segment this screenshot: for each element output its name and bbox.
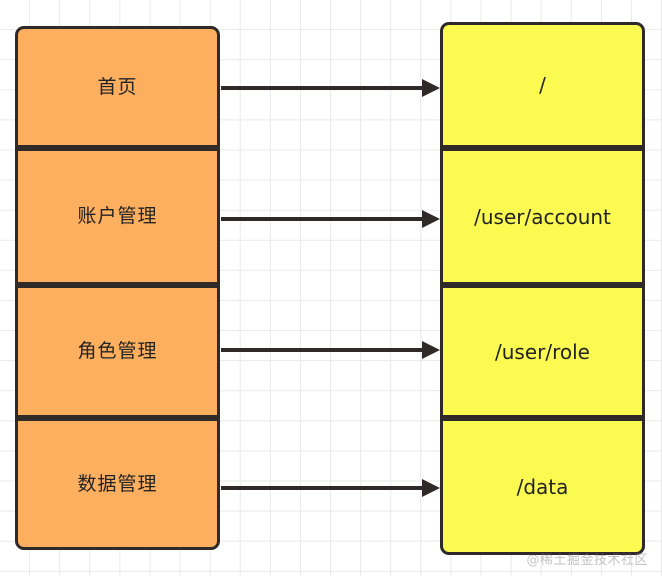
menu-node-data[interactable]: 数据管理 <box>15 418 220 550</box>
menu-node-account-label: 账户管理 <box>77 205 158 228</box>
route-node-home-label: / <box>539 73 546 97</box>
menu-node-account[interactable]: 账户管理 <box>15 148 220 285</box>
route-node-account[interactable]: /user/account <box>440 148 645 285</box>
arrow-head-icon <box>422 79 440 97</box>
arrow-shaft <box>221 486 422 490</box>
route-node-data[interactable]: /data <box>440 418 645 555</box>
arrow-shaft <box>221 86 422 90</box>
menu-node-home-label: 首页 <box>97 75 138 98</box>
menu-node-role[interactable]: 角色管理 <box>15 285 220 418</box>
arrow-head-icon <box>422 210 440 228</box>
arrow-shaft <box>221 217 422 221</box>
menu-node-data-label: 数据管理 <box>77 472 158 495</box>
arrow-head-icon <box>422 341 440 359</box>
arrow-head-icon <box>422 479 440 497</box>
route-node-data-label: /data <box>516 474 569 499</box>
route-node-home[interactable]: / <box>440 22 645 148</box>
arrow-shaft <box>221 348 422 352</box>
menu-node-role-label: 角色管理 <box>77 340 158 363</box>
route-node-role[interactable]: /user/role <box>440 285 645 418</box>
route-node-role-label: /user/role <box>495 339 590 364</box>
menu-node-home[interactable]: 首页 <box>15 26 220 148</box>
route-node-account-label: /user/account <box>474 204 611 229</box>
